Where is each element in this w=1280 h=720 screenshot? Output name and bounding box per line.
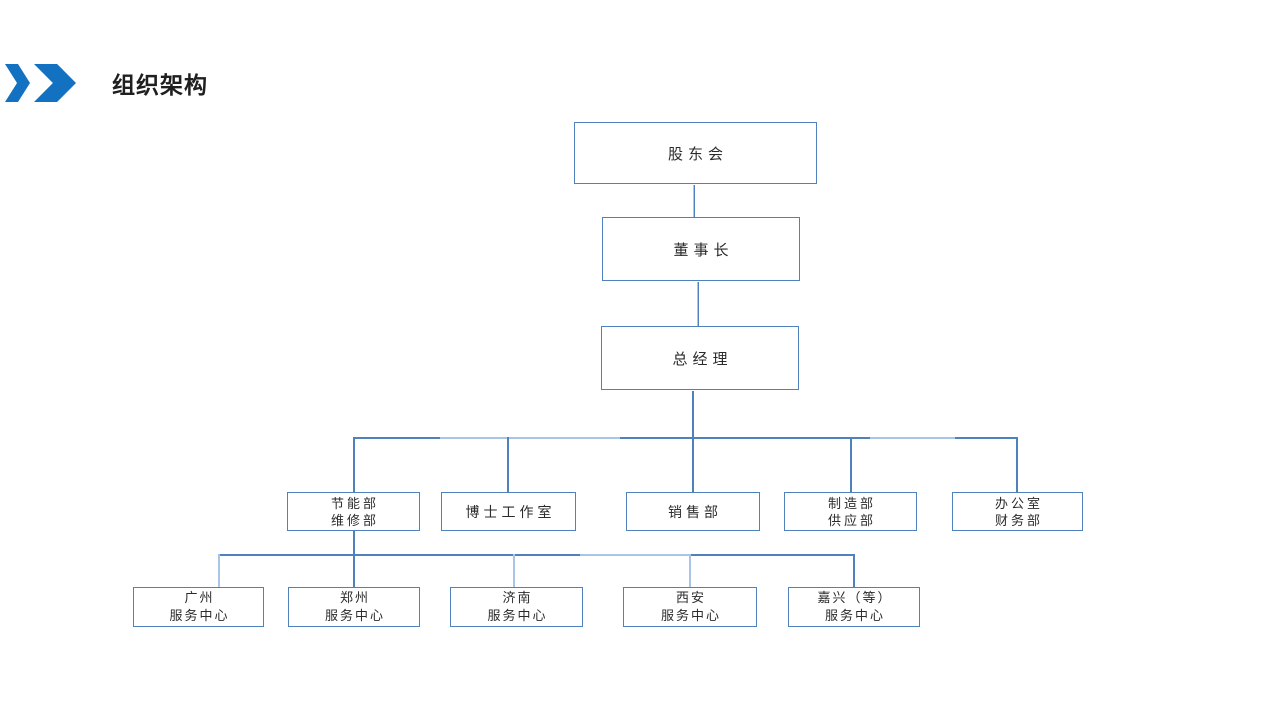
service-rail-segment (690, 554, 855, 556)
org-node-label: 广州 (184, 590, 215, 605)
org-node-label: 供应部 (827, 512, 876, 528)
org-node-dept: 节能部 维修部 (287, 492, 420, 531)
org-node-service-center: 西安 服务中心 (623, 587, 757, 627)
org-node-label: 服务中心 (824, 608, 885, 623)
org-node-service-center: 郑州 服务中心 (288, 587, 420, 627)
org-node-dept: 销售部 (626, 492, 760, 531)
org-node-label: 济南 (502, 590, 533, 605)
chevron-right-icon (5, 64, 30, 102)
dept-drop-line (692, 437, 694, 492)
connector-dept-servicerail (353, 531, 355, 554)
dept-drop-line (850, 437, 852, 492)
org-node-label: 郑州 (339, 590, 370, 605)
org-node-dept: 博士工作室 (441, 492, 576, 531)
org-node-label: 董事长 (673, 241, 734, 259)
org-node-dept: 制造部 供应部 (784, 492, 917, 531)
org-node-label: 嘉兴（等） (817, 590, 893, 605)
org-node-label: 办公室 (994, 495, 1043, 511)
dept-rail-segment (955, 437, 1018, 439)
org-node-label: 总经理 (672, 350, 733, 368)
org-node-general-manager: 总经理 (601, 326, 799, 390)
dept-drop-line (507, 437, 509, 492)
service-drop-line (353, 554, 355, 587)
connector-shareholders-chairman (693, 185, 695, 217)
service-drop-line (218, 554, 220, 587)
org-node-label: 服务中心 (169, 608, 230, 623)
org-node-label: 销售部 (668, 503, 722, 520)
org-node-shareholders: 股东会 (574, 122, 817, 184)
service-drop-line (689, 554, 691, 587)
connector-gm-rail (692, 391, 694, 437)
page-title: 组织架构 (112, 72, 208, 98)
org-node-label: 财务部 (994, 512, 1043, 528)
org-node-service-center: 济南 服务中心 (450, 587, 583, 627)
org-node-dept: 办公室 财务部 (952, 492, 1083, 531)
org-node-label: 服务中心 (487, 608, 548, 623)
dept-rail-segment (620, 437, 870, 439)
org-node-label: 维修部 (330, 512, 379, 528)
org-node-label: 节能部 (330, 495, 379, 511)
service-rail-segment (218, 554, 580, 556)
org-node-label: 服务中心 (324, 608, 385, 623)
dept-rail-segment (354, 437, 440, 439)
dept-rail-segment (440, 437, 620, 439)
org-node-label: 博士工作室 (465, 503, 556, 520)
org-node-label: 制造部 (827, 495, 876, 511)
chevron-right-icon (34, 64, 76, 102)
org-node-label: 股东会 (667, 145, 728, 163)
dept-drop-line (1016, 437, 1018, 492)
org-node-chairman: 董事长 (602, 217, 800, 281)
connector-chairman-gm (697, 282, 699, 326)
dept-rail-segment (870, 437, 955, 439)
service-drop-line (513, 554, 515, 587)
service-rail-segment (580, 554, 690, 556)
org-node-label: 西安 (675, 590, 706, 605)
service-drop-line (853, 554, 855, 587)
dept-drop-line (353, 437, 355, 492)
org-node-label: 服务中心 (660, 608, 721, 623)
org-node-service-center: 嘉兴（等） 服务中心 (788, 587, 920, 627)
org-node-service-center: 广州 服务中心 (133, 587, 264, 627)
